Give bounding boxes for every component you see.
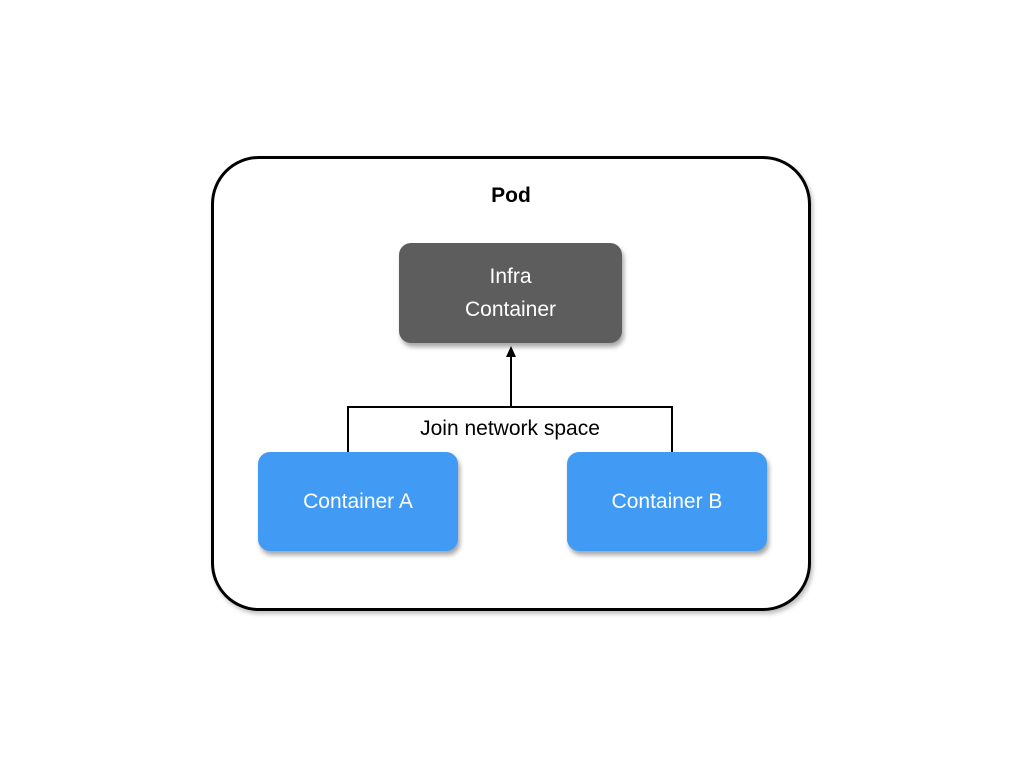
infra-container-label-line2: Container — [464, 298, 557, 321]
infra-container-box: Infra Container — [399, 243, 622, 343]
join-network-label: Join network space — [420, 417, 600, 440]
container-a-label: Container A — [303, 490, 413, 513]
container-b-box: Container B — [567, 452, 767, 551]
pod-title: Pod — [491, 184, 531, 207]
container-b-label: Container B — [611, 490, 723, 513]
infra-container-label-line1: Infra — [489, 265, 532, 288]
container-a-box: Container A — [258, 452, 458, 551]
